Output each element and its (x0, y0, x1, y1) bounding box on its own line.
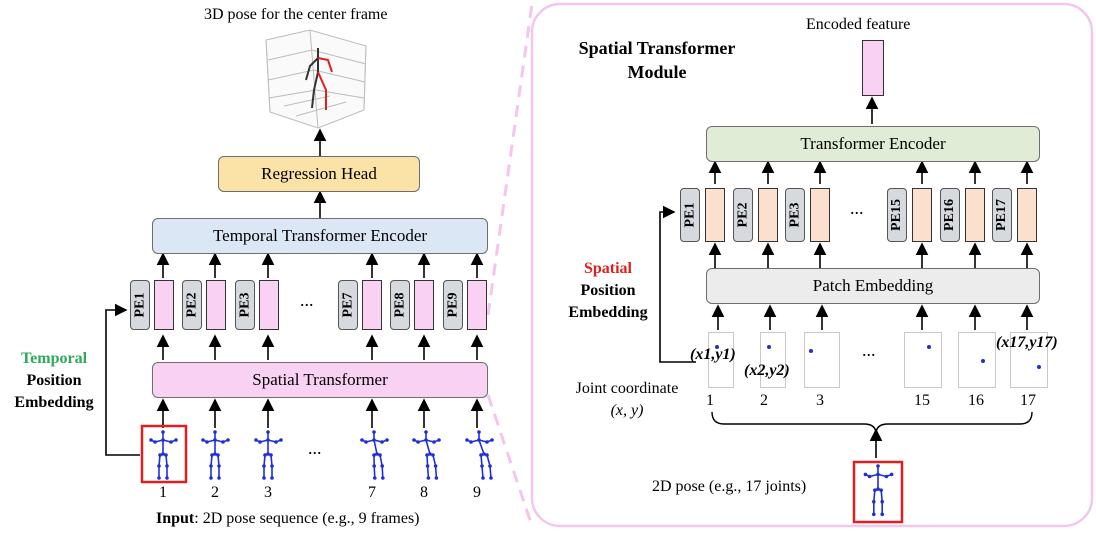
pe-7: PE7 (338, 280, 358, 330)
frame-number: 2 (211, 484, 219, 501)
pe-3: PE3 (235, 280, 255, 330)
joint-patch (708, 332, 734, 388)
pe-1: PE1 (680, 188, 700, 242)
temporal-pe-label: Temporal Position Embedding (14, 350, 94, 411)
frame-number: 1 (159, 484, 167, 501)
pe-15: PE15 (887, 188, 907, 242)
frame-number: 8 (420, 484, 428, 501)
patch-embedding: Patch Embedding (706, 268, 1040, 304)
joint-token (810, 188, 830, 242)
joint-token (965, 188, 985, 242)
ellipsis: ... (850, 198, 864, 218)
input-skeletons (149, 430, 494, 480)
coord-label: (x1,y1) (690, 346, 736, 363)
input-caption: Input: 2D pose sequence (e.g., 9 frames) (156, 510, 420, 527)
frame-token (259, 280, 279, 330)
pe-17: PE17 (992, 188, 1012, 242)
encoded-feature-label: Encoded feature (806, 16, 911, 33)
frame-token (414, 280, 434, 330)
coord-label: (x2,y2) (744, 362, 790, 379)
pe-1: PE1 (130, 280, 150, 330)
pe-8: PE8 (390, 280, 410, 330)
frame-number: 3 (264, 484, 272, 501)
pe-2: PE2 (733, 188, 753, 242)
spatial-pe-label: Spatial Position Embedding (568, 260, 648, 321)
pose-highlight (852, 460, 904, 524)
joint-number: 17 (1020, 392, 1036, 409)
frame-number: 7 (368, 484, 376, 501)
spatial-transformer: Spatial Transformer (152, 362, 488, 398)
zoom-connector-bottom (486, 394, 534, 527)
joints-brace (711, 411, 1033, 435)
joint-token (912, 188, 932, 242)
joint-patch (958, 332, 996, 388)
joint-coordinate-label: Joint coordinate (x, y) (575, 380, 679, 419)
joint-number: 16 (968, 392, 984, 409)
pe-16: PE16 (940, 188, 960, 242)
encoded-feature-token (862, 40, 884, 96)
pe-3: PE3 (785, 188, 805, 242)
pose-3d-skeleton (305, 48, 333, 110)
joint-number: 3 (816, 392, 824, 409)
frame-number: 9 (473, 484, 481, 501)
input-pose-skeleton (863, 464, 894, 517)
ellipsis: ... (862, 340, 876, 360)
joint-patch (1010, 332, 1048, 388)
joint-token (1017, 188, 1037, 242)
spatial-pe-arrow (659, 205, 696, 363)
temporal-pe-arrow (105, 303, 140, 456)
pose-label: 2D pose (e.g., 17 joints) (652, 478, 807, 495)
joint-patch (904, 332, 942, 388)
pe-9: PE9 (443, 280, 463, 330)
zoom-connector-top (486, 3, 534, 316)
joint-patch (804, 332, 840, 388)
regression-head: Regression Head (218, 156, 420, 192)
frame-1-highlight (140, 424, 188, 484)
ellipsis: ... (308, 438, 322, 458)
frame-token (206, 280, 226, 330)
joint-token (705, 188, 725, 242)
pe-2: PE2 (182, 280, 202, 330)
transformer-encoder: Transformer Encoder (706, 126, 1040, 162)
frame-token (362, 280, 382, 330)
module-panel-border (530, 2, 1094, 528)
joint-number: 15 (914, 392, 930, 409)
joint-number: 2 (760, 392, 768, 409)
ellipsis: ... (300, 290, 314, 310)
joint-token (758, 188, 778, 242)
module-title: Spatial Transformer Module (578, 38, 736, 82)
output-label: 3D pose for the center frame (204, 6, 388, 23)
frame-token (467, 280, 487, 330)
temporal-transformer-encoder: Temporal Transformer Encoder (152, 218, 488, 254)
frame-token (154, 280, 174, 330)
coord-label: (x17,y17) (996, 334, 1058, 351)
joint-number: 1 (706, 392, 714, 409)
joint-patch (760, 332, 786, 388)
